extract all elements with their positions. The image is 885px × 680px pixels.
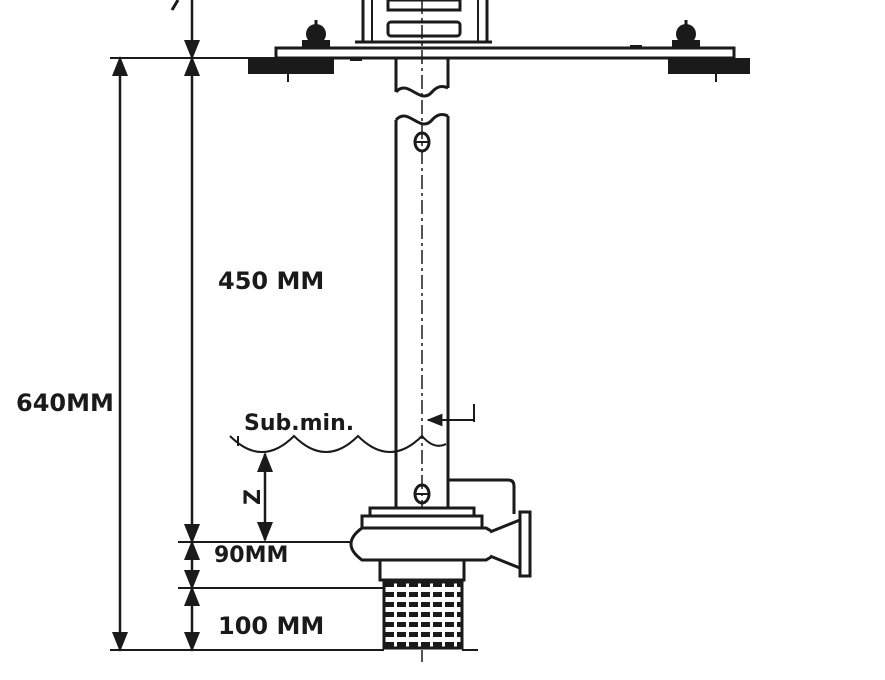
discharge-pipe: [448, 478, 516, 514]
label-90: 90MM: [214, 543, 288, 568]
label-100: 100 MM: [218, 612, 324, 640]
bolt-left-icon: [302, 20, 330, 48]
mounting-plate: [248, 20, 750, 82]
bolt-right-icon: [672, 20, 700, 48]
water-level-wave: [229, 434, 447, 453]
pump-housing: [349, 506, 532, 582]
label-640: 640MM: [16, 389, 114, 417]
strainer-icon: [382, 580, 464, 650]
level-indicator: [426, 404, 475, 427]
label-z: Z: [241, 489, 266, 505]
motor-frame: [355, 0, 492, 44]
label-sub-min: Sub.min.: [244, 411, 354, 436]
cropped-mark: [170, 0, 180, 11]
label-450: 450 MM: [218, 267, 324, 295]
